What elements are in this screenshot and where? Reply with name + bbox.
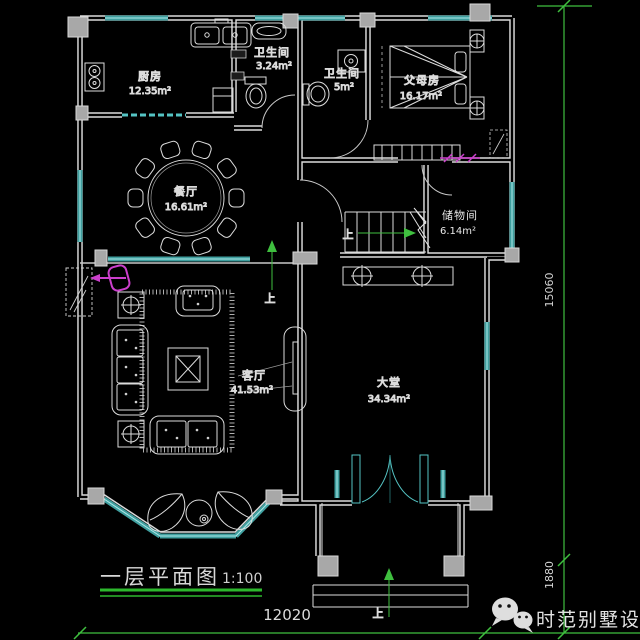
bathtub [251,22,287,40]
two-seat-sofa [149,415,225,455]
bath1-label: 卫生间 [254,45,290,59]
living-area: 41.53m² [231,385,273,396]
parents-label: 父母房 [404,74,440,87]
dimension-lines [73,0,640,640]
bath2-label: 卫生间 [324,66,360,80]
kitchen-label: 厨房 [138,70,162,83]
kitchen-area: 12.35m² [129,86,171,97]
room-parents: 父母房 16.17m² [373,29,508,163]
dim-ticks [73,0,571,640]
stair-up-label: 上 [343,228,354,241]
title-scale: 1:100 [222,571,262,587]
magenta-dim-ticks [440,153,480,163]
hall-area: 34.34m² [368,394,410,405]
washing-machine [337,49,366,73]
walls [77,15,515,556]
storage-area: 6.14m² [440,226,476,237]
tv-cabinet [283,326,307,412]
dim-overall-width: 12020 [263,606,311,624]
fixture-tag [230,71,245,81]
dining-chairs [127,140,245,256]
room-storage: 储物间 6.14m² [421,164,478,237]
porch-up-label: 上 [373,607,384,620]
stair-break-line [413,207,431,249]
living-step-up-arrow: 上 [264,240,277,306]
room-living: 客厅 41.53m² 上 [111,240,307,455]
coffee-table [167,347,209,391]
storage-door-arc [421,164,453,196]
room-bath2: 卫生间 5m² [302,49,369,159]
bath1-area: 3.24m² [256,61,292,72]
toilet-1 [244,76,267,109]
round-dining-table [147,159,225,237]
drawing-title: 一层平面图 1:100 [100,565,262,597]
label-leader-line [237,361,293,393]
storage-label: 储物间 [442,208,478,222]
bath1-door-arc [261,94,296,129]
double-bed [381,45,471,109]
bay-window-plants [147,491,253,532]
dining-door-arc [299,179,343,223]
three-seat-sofa [111,324,149,416]
hall-label: 大堂 [377,375,401,389]
dining-area: 16.61m² [165,202,207,213]
kitchen-stove [84,62,105,92]
carpet [139,289,235,453]
wechat-icon [492,597,533,633]
entrance-porch: 上 [312,503,469,621]
structural-columns [67,3,520,577]
living-label: 客厅 [242,368,266,382]
wardrobe [373,144,461,161]
bath2-door-arc [329,119,369,159]
living-up-label: 上 [265,292,276,305]
dim-overall-depth: 15060 [543,273,556,308]
parents-area: 16.17m² [400,91,442,102]
watermark: 时范别墅设计 [492,597,640,633]
porch-up-arrow: 上 [372,568,394,621]
room-dining: 餐厅 16.61m² [127,140,343,256]
room-kitchen: 厨房 12.35m² [84,18,252,113]
title-text: 一层平面图 [100,565,220,589]
section-marker-small [489,129,508,159]
plant-left [147,493,186,532]
staircase: 上 [342,207,431,253]
bath2-area: 5m² [334,82,354,93]
windows [77,15,515,539]
single-sofa [175,285,221,317]
kitchen-sink [190,18,252,48]
kitchen-fridge [212,87,234,113]
entrance-double-door [351,454,429,504]
watermark-brand: 时范别墅设计 [536,609,640,631]
hall-columns-beam [342,265,454,287]
nightstand-lamp [469,96,485,120]
side-table-lamp [117,420,145,448]
side-table-lamp [117,291,145,319]
room-hall: 大堂 34.34m² [342,265,454,504]
plant-round [185,499,213,527]
nightstand-lamp [469,29,485,53]
stair-up-arrow [358,228,416,238]
section-marker-left [65,264,131,317]
room-bath1: 卫生间 3.24m² [230,22,296,129]
fixture-tag [230,49,247,59]
plant-right [214,491,253,530]
dim-porch-depth: 1880 [543,561,556,589]
dining-label: 餐厅 [174,184,198,198]
toilet-2 [302,81,330,107]
